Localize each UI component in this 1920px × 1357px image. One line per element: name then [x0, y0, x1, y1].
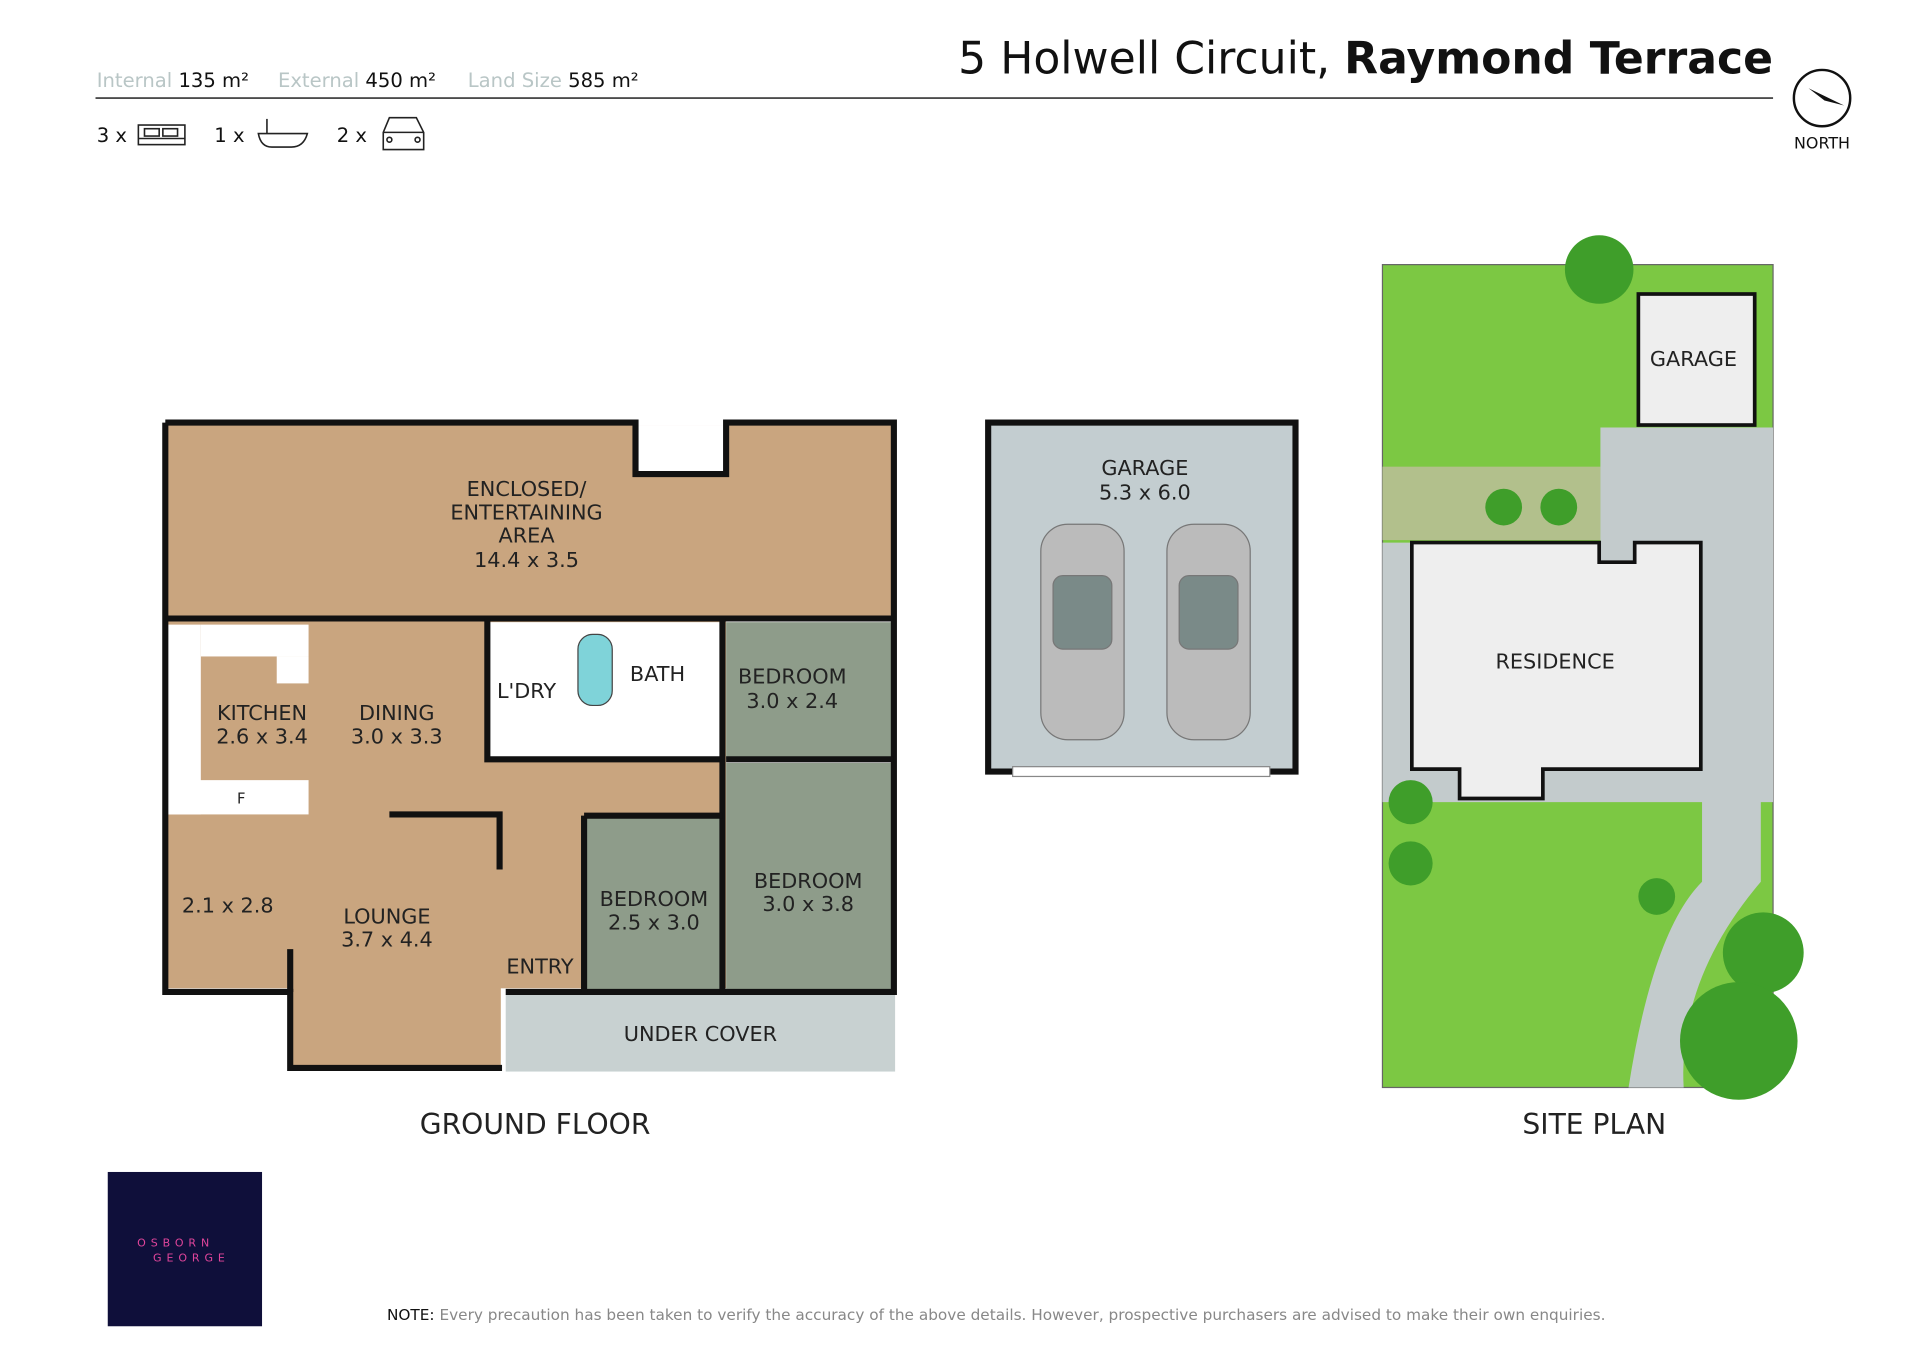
- bedroom-3: [726, 762, 892, 990]
- svg-text:3.7 x 4.4: 3.7 x 4.4: [341, 928, 433, 952]
- svg-text:3.0 x 3.8: 3.0 x 3.8: [762, 892, 854, 916]
- svg-text:BEDROOM: BEDROOM: [600, 887, 709, 911]
- ground-floor-plan: [162, 419, 897, 1072]
- site-plan: GARAGE RESIDENCE: [1381, 235, 1804, 1100]
- svg-text:ENTERTAINING: ENTERTAINING: [450, 500, 602, 524]
- car-icon: [1166, 523, 1251, 741]
- bedroom-2: [584, 815, 724, 990]
- bath-count: 1 x: [214, 124, 244, 147]
- svg-text:AREA: AREA: [499, 524, 556, 548]
- svg-text:2.6 x 3.4: 2.6 x 3.4: [216, 724, 308, 748]
- tree-icon: [1388, 235, 1804, 1100]
- svg-text:3.0 x 3.3: 3.0 x 3.3: [351, 724, 443, 748]
- svg-text:2.5 x 3.0: 2.5 x 3.0: [608, 911, 700, 935]
- area-stats: Internal 135 m² External 450 m² Land Siz…: [97, 69, 639, 92]
- svg-text:RESIDENCE: RESIDENCE: [1495, 650, 1614, 674]
- under-cover: [505, 994, 896, 1072]
- svg-text:F: F: [237, 790, 245, 807]
- bath-icon: [257, 118, 309, 148]
- svg-text:BEDROOM: BEDROOM: [754, 869, 863, 893]
- svg-text:LOUNGE: LOUNGE: [343, 904, 430, 928]
- ground-floor-title: GROUND FLOOR: [420, 1108, 651, 1141]
- svg-text:External 450 m²: External 450 m²: [278, 69, 436, 92]
- svg-text:OSBORN: OSBORN: [137, 1237, 214, 1250]
- enclosed-area: [165, 425, 892, 619]
- compass-label: NORTH: [1794, 133, 1850, 152]
- svg-text:GARAGE: GARAGE: [1650, 347, 1737, 371]
- svg-text:KITCHEN: KITCHEN: [217, 701, 307, 725]
- svg-text:L'DRY: L'DRY: [497, 679, 556, 703]
- garage-plan: GARAGE 5.3 x 6.0: [985, 419, 1299, 778]
- address-title: 5 Holwell Circuit, Raymond Terrace: [958, 34, 1773, 85]
- bed-count: 3 x: [97, 124, 127, 147]
- compass-north-icon: [1792, 68, 1852, 128]
- svg-text:ENTRY: ENTRY: [506, 955, 574, 979]
- svg-text:Internal 135 m²: Internal 135 m²: [97, 69, 249, 92]
- svg-text:3.0 x 2.4: 3.0 x 2.4: [746, 689, 838, 713]
- svg-text:5.3 x 6.0: 5.3 x 6.0: [1099, 481, 1191, 505]
- car-icon: [1040, 523, 1125, 741]
- car-count: 2 x: [337, 124, 367, 147]
- osborn-george-logo: OSBORN GEORGE: [107, 1171, 263, 1327]
- svg-text:Land Size 585 m²: Land Size 585 m²: [468, 69, 639, 92]
- svg-text:BATH: BATH: [630, 662, 685, 686]
- svg-text:DINING: DINING: [359, 701, 435, 725]
- room-labels: ENCLOSED/ ENTERTAINING AREA 14.4 x 3.5 K…: [182, 477, 863, 1046]
- svg-text:ENCLOSED/: ENCLOSED/: [467, 477, 587, 501]
- car-icon: [382, 116, 425, 151]
- svg-text:2.1 x 2.8: 2.1 x 2.8: [182, 893, 274, 917]
- svg-text:BEDROOM: BEDROOM: [738, 664, 847, 688]
- svg-text:GEORGE: GEORGE: [153, 1251, 230, 1264]
- bedroom-1: [726, 622, 892, 760]
- site-plan-title: SITE PLAN: [1522, 1108, 1666, 1141]
- disclaimer-note: NOTE: Every precaution has been taken to…: [387, 1306, 1606, 1324]
- bed-icon: [137, 124, 186, 146]
- svg-text:GARAGE: GARAGE: [1101, 456, 1188, 480]
- svg-text:14.4 x 3.5: 14.4 x 3.5: [474, 548, 579, 572]
- svg-text:UNDER COVER: UNDER COVER: [624, 1022, 777, 1046]
